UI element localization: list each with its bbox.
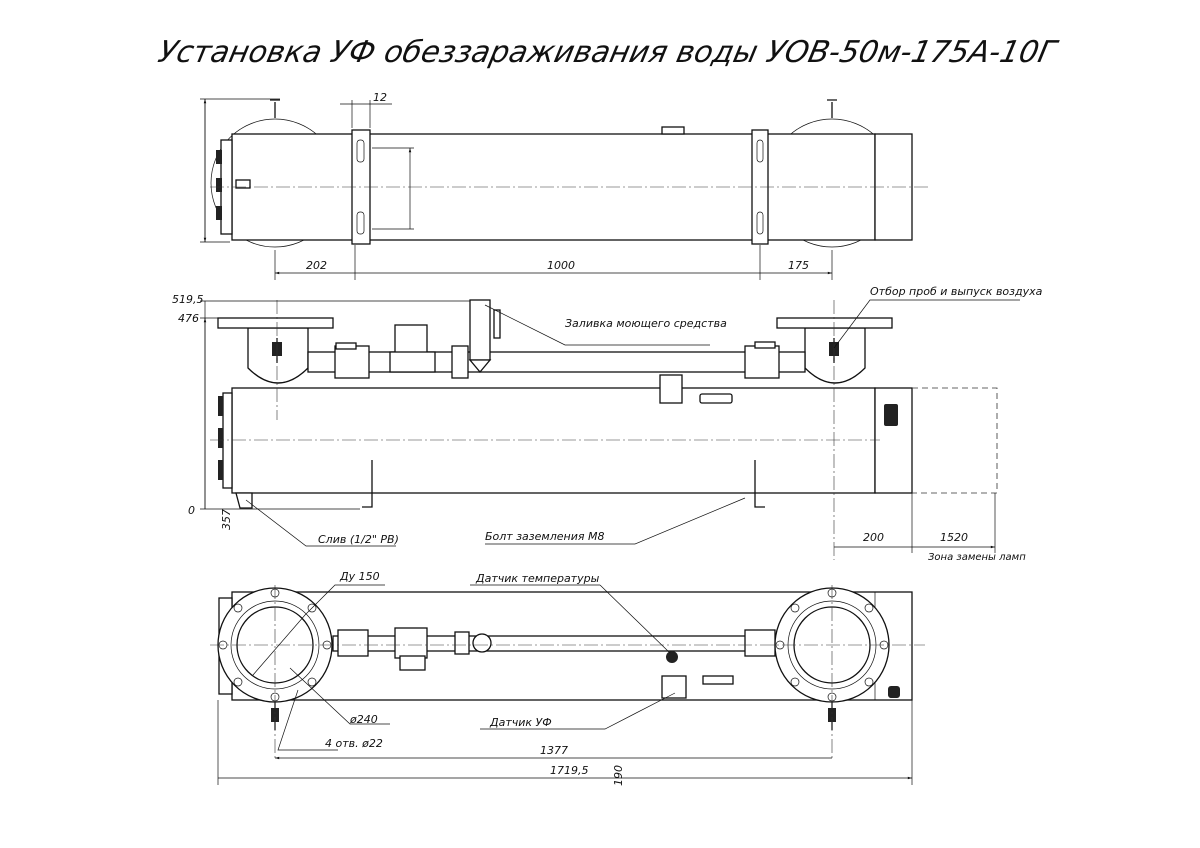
dim-top: 519,5 [172, 293, 204, 306]
label-sampling: Отбор проб и выпуск воздуха [870, 285, 1043, 298]
dim-end: 200 [863, 531, 884, 544]
label-drain: Слив (1/2" РВ) [318, 533, 399, 546]
dim-left: 202 [306, 259, 327, 272]
label-bolt-circle: ø240 [349, 713, 378, 726]
front-view: 519,5 476 0 200 1520 Зона замены ламп За… [172, 285, 1043, 563]
dim-overall: 1719,5 [550, 764, 589, 777]
label-ground-bolt: Болт заземления М8 [485, 530, 604, 543]
dim-band-width: 12 [373, 91, 387, 104]
drawing-title: Установка УФ обеззараживания воды УОВ-50… [155, 35, 1061, 70]
dim-lamp-zone: 1520 [940, 531, 968, 544]
label-nominal-diameter: Ду 150 [339, 570, 380, 583]
dim-flange-centers: 1377 [540, 744, 568, 757]
dim-zero: 0 [188, 504, 195, 517]
label-temp-sensor: Датчик температуры [475, 572, 600, 585]
lamp-zone-label: Зона замены ламп [928, 552, 1026, 563]
dim-right: 175 [788, 259, 809, 272]
dim-height: 357 [220, 509, 233, 530]
dim-band-span: 190 [612, 765, 625, 786]
plan-view: Ду 150 Датчик температуры ø240 4 отв. ø2… [210, 570, 925, 785]
dim-middle: 1000 [547, 259, 575, 272]
label-holes: 4 отв. ø22 [325, 737, 383, 750]
label-detergent-fill: Заливка моющего средства [565, 317, 727, 330]
label-uv-sensor: Датчик УФ [489, 716, 552, 729]
dim-flange-height: 476 [178, 312, 199, 325]
top-view: 357 190 12 202 1000 175 [200, 91, 930, 786]
